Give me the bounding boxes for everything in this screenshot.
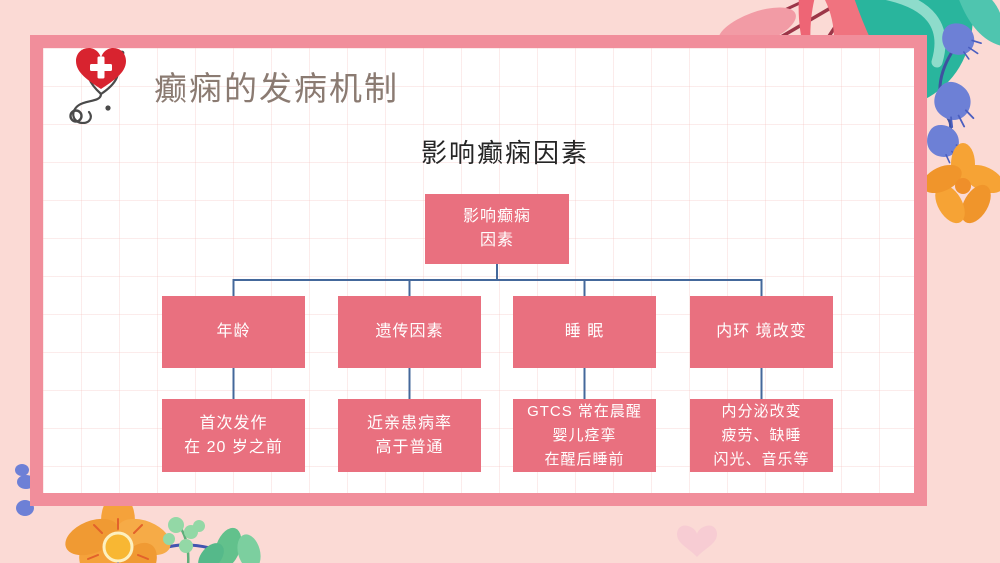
- pink-heart: [677, 525, 717, 557]
- detail-node-internal-env: 内分泌改变 疲劳、缺睡 闪光、音乐等: [690, 399, 833, 472]
- branch-node-internal-env: 内环 境改变: [690, 296, 833, 368]
- detail-node-age: 首次发作 在 20 岁之前: [162, 399, 305, 472]
- branch-node-genetics: 遗传因素: [338, 296, 481, 368]
- detail-line: 高于普通: [375, 438, 444, 456]
- detail-node-sleep: GTCS 常在晨醒 婴儿痉挛 在醒后睡前: [513, 399, 656, 472]
- root-node-line1: 影响癫痫: [462, 208, 531, 225]
- branch-node-age: 年龄: [162, 296, 305, 368]
- detail-line: 首次发作: [199, 414, 268, 432]
- detail-line: 在醒后睡前: [544, 450, 625, 468]
- branch-label: 睡 眠: [564, 323, 605, 340]
- detail-node-genetics: 近亲患病率 高于普通: [338, 399, 481, 472]
- branch-label: 遗传因素: [375, 323, 444, 340]
- diagram-root-node: 影响癫痫 因素: [425, 194, 569, 264]
- slide-header: 癫痫的发病机制: [60, 46, 399, 124]
- detail-line: 闪光、音乐等: [713, 450, 810, 468]
- green-leaves-bottom-left: [163, 517, 261, 563]
- branch-node-sleep: 睡 眠: [513, 296, 656, 368]
- branch-label: 内环 境改变: [716, 323, 807, 340]
- medical-heart-stethoscope-icon: [69, 48, 126, 124]
- orange-flower-right: [922, 143, 1000, 224]
- detail-line: 内分泌改变: [721, 402, 802, 420]
- detail-line: 在 20 岁之前: [184, 438, 283, 456]
- bluebell-flowers-right: [927, 23, 982, 164]
- root-node-line2: 因素: [479, 232, 514, 249]
- detail-line: 婴儿痉挛: [552, 426, 617, 444]
- detail-line: 近亲患病率: [366, 414, 452, 432]
- detail-line: GTCS 常在晨醒: [527, 402, 642, 420]
- detail-line: 疲劳、缺睡: [721, 426, 802, 444]
- diagram-heading: 影响癫痫因素: [420, 138, 589, 168]
- branch-label: 年龄: [216, 323, 251, 340]
- page-title: 癫痫的发病机制: [154, 70, 399, 107]
